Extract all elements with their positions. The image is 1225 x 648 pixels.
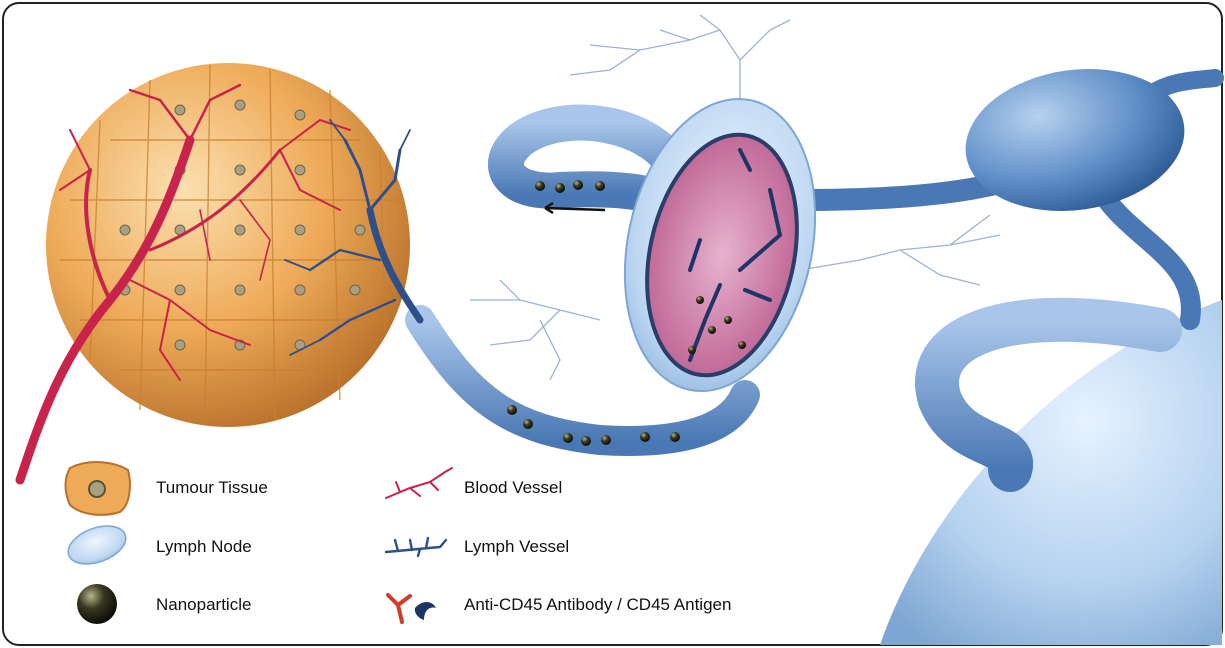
legend-label-nanoparticle: Nanoparticle (156, 595, 251, 615)
nanoparticle-icon (77, 584, 117, 624)
legend-label-lymph-node: Lymph Node (156, 537, 252, 557)
legend-label-lymph-vessel: Lymph Vessel (464, 537, 569, 557)
tumour-cell-icon (66, 462, 130, 515)
tumour-sphere (46, 63, 410, 427)
legend-label-tumour-tissue: Tumour Tissue (156, 478, 268, 498)
legend-label-blood-vessel: Blood Vessel (464, 478, 562, 498)
legend-label-antibody-antigen: Anti-CD45 Antibody / CD45 Antigen (464, 595, 731, 615)
